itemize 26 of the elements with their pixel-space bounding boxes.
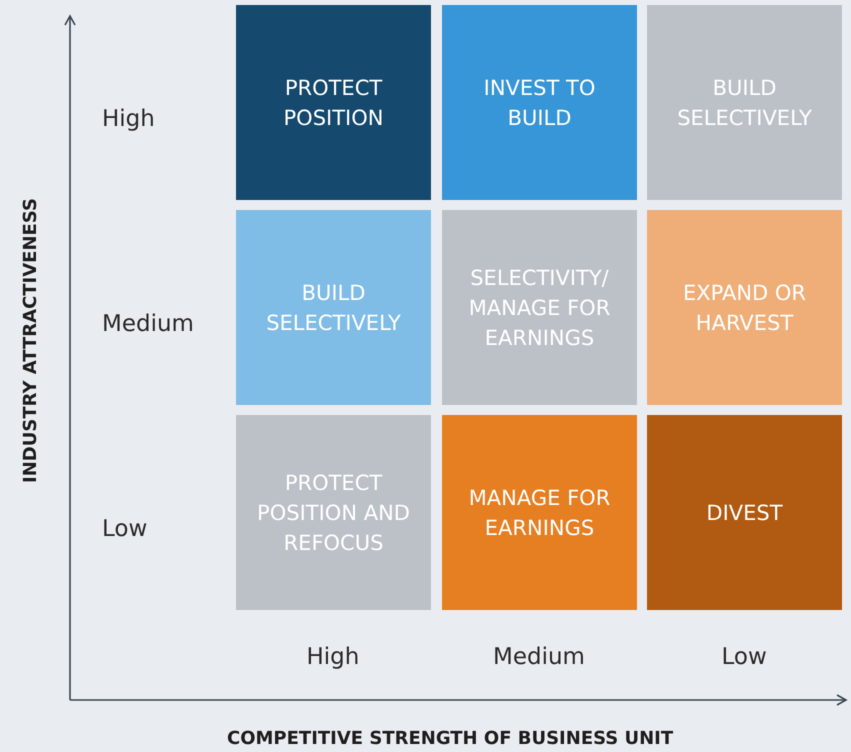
axis-title: INDUSTRY ATTRACTIVENESS [19, 198, 40, 482]
cell-label: EXPAND OR HARVEST [682, 280, 808, 336]
row-label: Low [102, 516, 148, 542]
matrix-cell [236, 210, 431, 405]
matrix-cell [647, 210, 842, 405]
cell-label: INVEST TO BUILD [482, 74, 596, 132]
matrix-cell [236, 415, 431, 610]
row-label: High [102, 106, 155, 132]
column-label: Medium [493, 644, 585, 670]
matrix-cell [647, 5, 842, 200]
column-label: Low [722, 644, 767, 670]
row-label: Medium [102, 311, 194, 337]
matrix-cell [647, 415, 842, 610]
axis-title: COMPETITIVE STRENGTH OF BUSINESS UNIT [227, 728, 674, 748]
cell-label: MANAGE FOR EARNINGS [468, 484, 612, 542]
cell-label: PROTECT POSITION AND REFOCUS [256, 470, 411, 556]
matrix-cell [442, 210, 637, 405]
cell-label: BUILD SELECTIVELY [265, 280, 402, 336]
matrix-cell [442, 415, 637, 610]
matrix-cell [442, 5, 637, 200]
column-label: High [306, 644, 360, 670]
cell-label: DIVEST [705, 500, 784, 526]
cell-label: SELECTIVITY/ MANAGE FOR EARNINGS [468, 264, 612, 352]
cell-label: BUILD SELECTIVELY [676, 74, 813, 132]
matrix-cell [236, 5, 431, 200]
cell-label: PROTECT POSITION [282, 74, 384, 132]
